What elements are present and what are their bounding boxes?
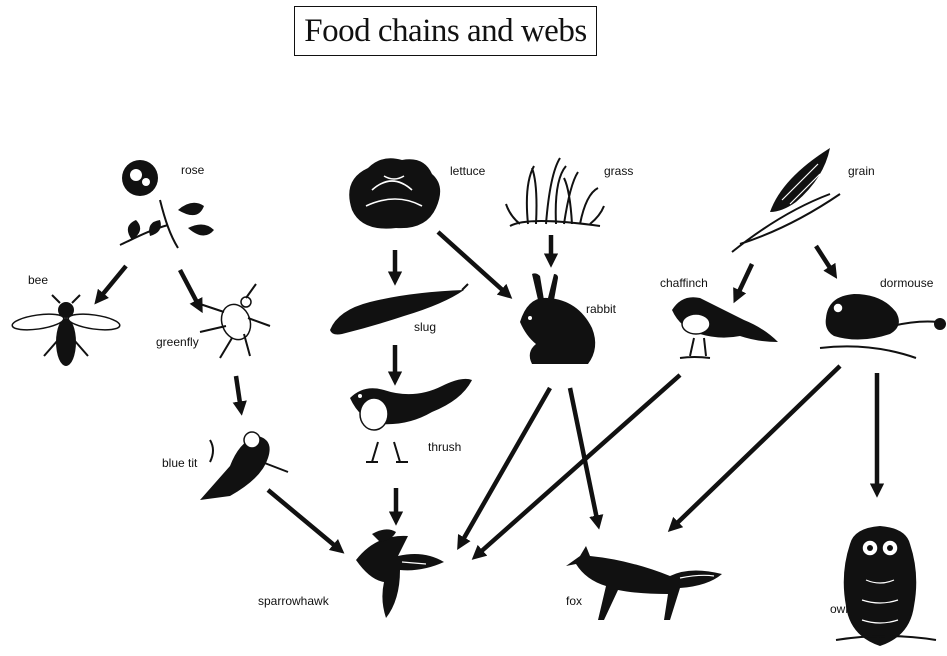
label-chaffinch: chaffinch: [660, 276, 708, 290]
arrow-lettuce-to-rabbit: [438, 232, 508, 295]
label-fox: fox: [566, 594, 582, 608]
rabbit-icon: [520, 273, 595, 364]
arrow-grain-to-dormouse: [816, 246, 834, 274]
arrow-greenfly-to-bluetit: [236, 376, 241, 410]
arrows: [98, 232, 877, 556]
blue-tit-icon: [200, 432, 288, 500]
grain-icon: [732, 148, 840, 252]
label-blue-tit: blue tit: [162, 456, 198, 470]
label-thrush: thrush: [428, 440, 461, 454]
label-rose: rose: [181, 163, 205, 177]
arrow-grain-to-chaffinch: [736, 264, 752, 298]
arrow-bluetit-to-sparrowhawk: [268, 490, 340, 550]
greenfly-icon: [200, 284, 270, 358]
arrow-rose-to-greenfly: [180, 270, 200, 308]
lettuce-icon: [349, 158, 440, 228]
label-lettuce: lettuce: [450, 164, 486, 178]
label-greenfly: greenfly: [156, 335, 199, 349]
arrow-rose-to-bee: [98, 266, 126, 300]
owl-icon: [836, 526, 936, 646]
label-rabbit: rabbit: [586, 302, 617, 316]
arrow-rabbit-to-sparrowhawk: [460, 388, 550, 545]
label-grass: grass: [604, 164, 633, 178]
label-grain: grain: [848, 164, 875, 178]
label-dormouse: dormouse: [880, 276, 934, 290]
arrow-rabbit-to-fox: [570, 388, 598, 524]
chaffinch-icon: [672, 297, 778, 358]
slug-icon: [330, 284, 468, 335]
label-sparrowhawk: sparrowhawk: [258, 594, 330, 608]
arrow-dormouse-to-fox: [672, 366, 840, 528]
grass-icon: [506, 158, 604, 226]
fox-icon: [566, 546, 722, 620]
label-slug: slug: [414, 320, 436, 334]
dormouse-icon: [820, 294, 946, 358]
label-bee: bee: [28, 273, 48, 287]
sparrowhawk-icon: [356, 529, 444, 618]
bee-icon: [11, 295, 120, 366]
label-owl: owl: [830, 602, 848, 616]
